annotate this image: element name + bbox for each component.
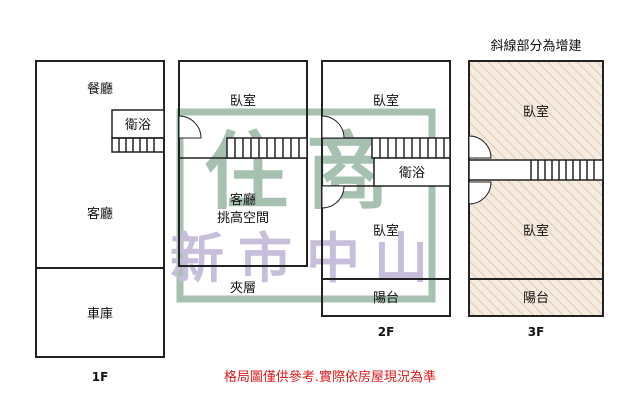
floor-1f [35,60,165,358]
floor-3f-outline [468,60,604,317]
door-mezzanine [178,115,202,139]
mezzanine-outline [178,60,308,267]
room-2f-bedroom-top: 臥室 [373,93,399,109]
room-mezz-high-ceiling: 挑高空間 [217,210,269,226]
floor-label-1f: 1F [92,370,109,384]
door-2f-bottom [321,185,345,209]
room-1f-living: 客廳 [87,206,113,222]
stairs-1f-mezzanine [226,137,308,159]
disclaimer-note: 格局圖僅供參考.實際依房屋現況為準 [224,369,436,385]
floor-1f-mezzanine [178,60,308,267]
room-1f-garage: 車庫 [87,307,113,322]
room-1f-dining: 餐廳 [87,81,113,97]
floor-label-2f: 2F [378,325,395,339]
room-3f-bedroom-bottom: 臥室 [523,223,549,239]
floor-2f [321,60,451,317]
bath-2f [373,157,451,187]
door-3f-top [468,135,492,159]
door-3f-bottom [468,181,492,205]
stairs-2f [371,137,451,159]
room-2f-bedroom-bottom: 臥室 [373,223,399,239]
room-2f-bath: 衛浴 [399,166,425,181]
room-2f-balcony: 陽台 [373,291,399,306]
room-mezz-living: 客廳 [230,192,256,208]
floor-1f-outline [35,60,165,358]
floor-3f [468,60,604,317]
room-3f-bedroom-top: 臥室 [523,104,549,120]
room-1f-bath: 衛浴 [125,118,151,133]
floor-label-3f: 3F [528,325,545,339]
door-2f-top [321,115,345,139]
room-3f-balcony: 陽台 [523,291,549,306]
room-mezz-bedroom: 臥室 [230,93,256,109]
annex-note-title: 斜線部分為增建 [490,38,581,54]
stairs-1f [111,137,165,153]
stairs-3f [468,159,604,181]
room-mezzanine: 夾層 [230,281,256,296]
